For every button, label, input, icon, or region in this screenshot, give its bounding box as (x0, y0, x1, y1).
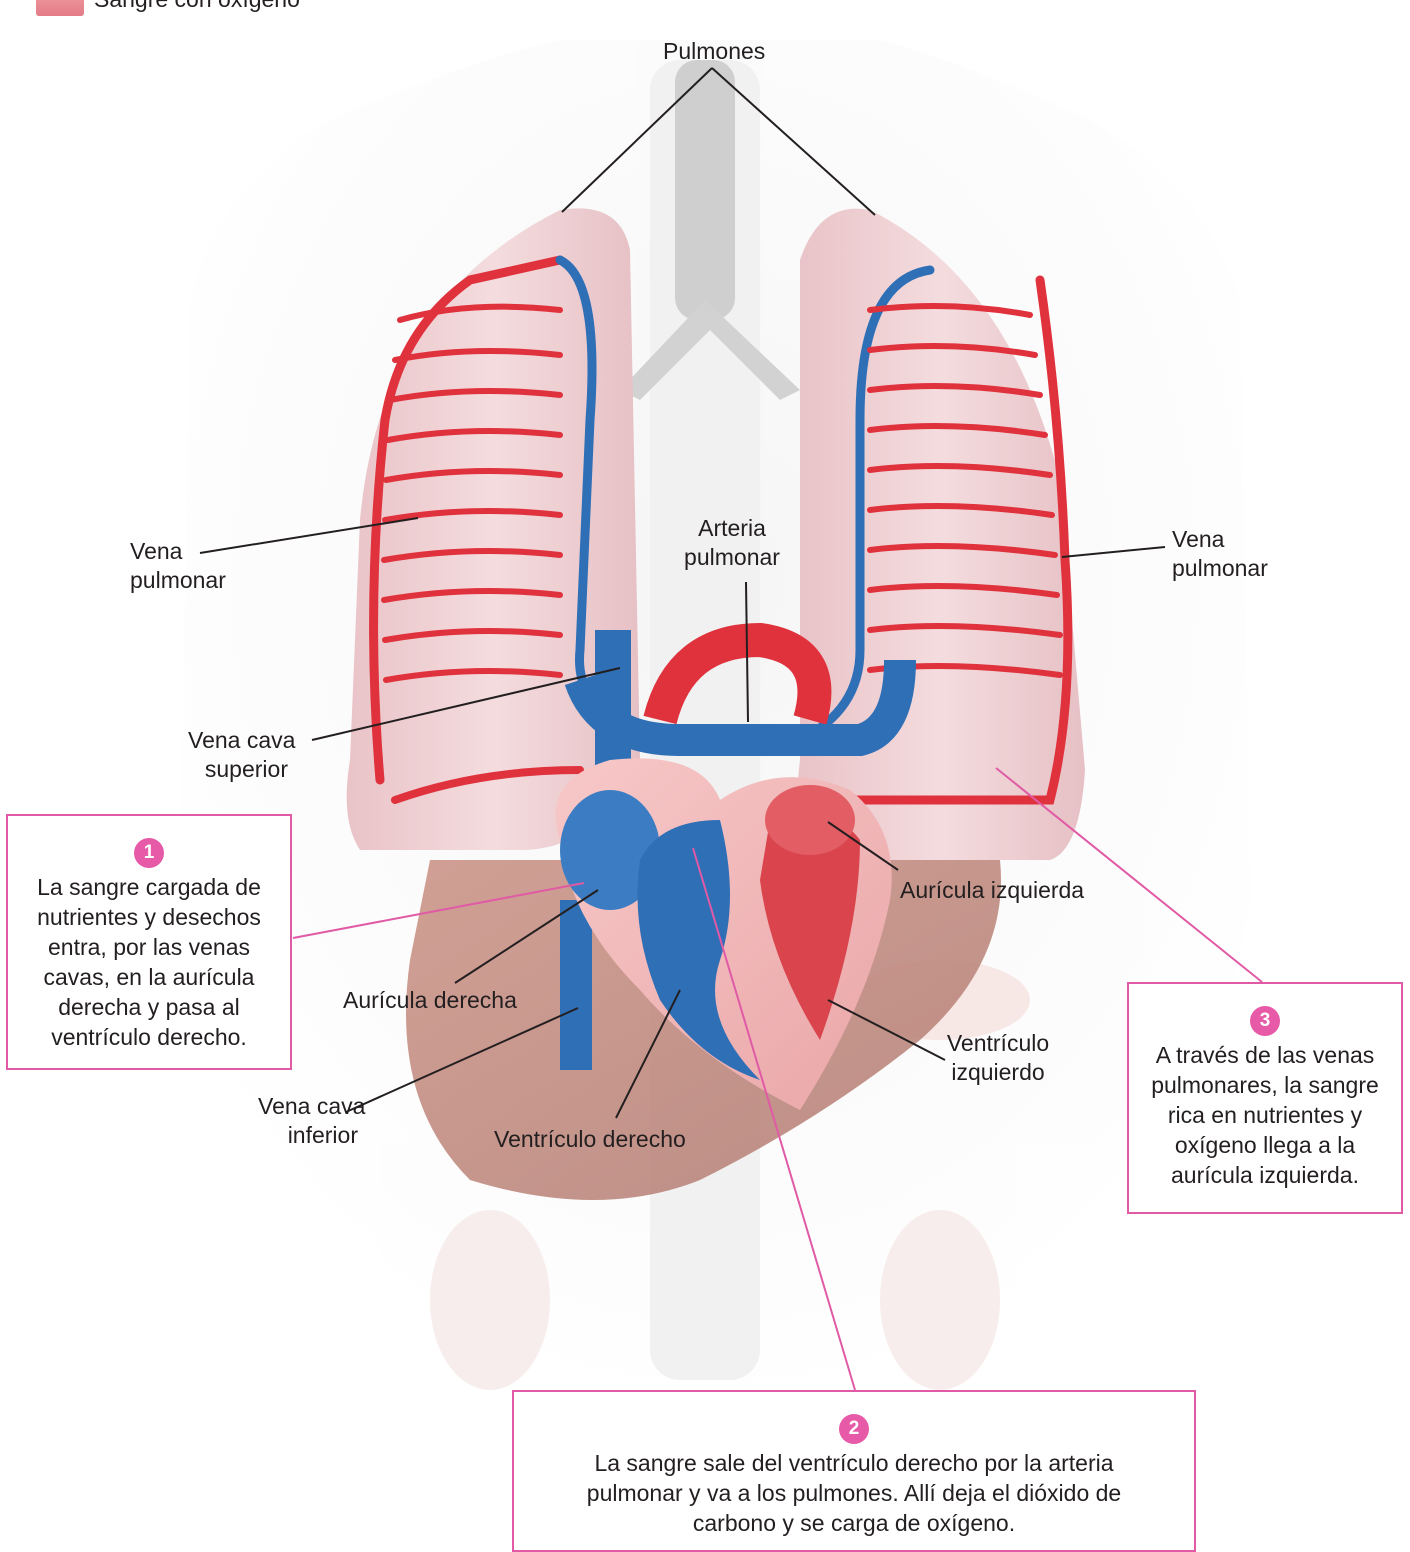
label-left-ventricle: Ventrículo izquierdo (940, 1029, 1056, 1087)
callout-3: 3 A través de las venas pulmonares, la s… (1127, 982, 1403, 1214)
label-pulmonary-vein-right: Vena pulmonar (1172, 525, 1268, 583)
callout-2-number: 2 (839, 1414, 869, 1444)
callout-3-number: 3 (1250, 1006, 1280, 1036)
label-superior-vena-cava: Vena cava superior (188, 726, 288, 784)
left-atrium-chamber (765, 785, 855, 855)
label-left-atrium: Aurícula izquierda (900, 876, 1084, 905)
label-inferior-vena-cava: Vena cava inferior (258, 1092, 358, 1150)
label-right-atrium: Aurícula derecha (343, 986, 517, 1015)
inferior-vena-cava (560, 900, 592, 1070)
label-lungs: Pulmones (663, 37, 765, 66)
label-pulmonary-artery: Arteria pulmonar (676, 514, 788, 572)
callout-1: 1 La sangre cargada de nutrientes y dese… (6, 814, 292, 1070)
callout-1-number: 1 (134, 838, 164, 868)
label-pulmonary-vein-left: Vena pulmonar (130, 537, 226, 595)
callout-2: 2 La sangre sale del ventrículo derecho … (512, 1390, 1196, 1552)
label-right-ventricle: Ventrículo derecho (494, 1125, 686, 1154)
